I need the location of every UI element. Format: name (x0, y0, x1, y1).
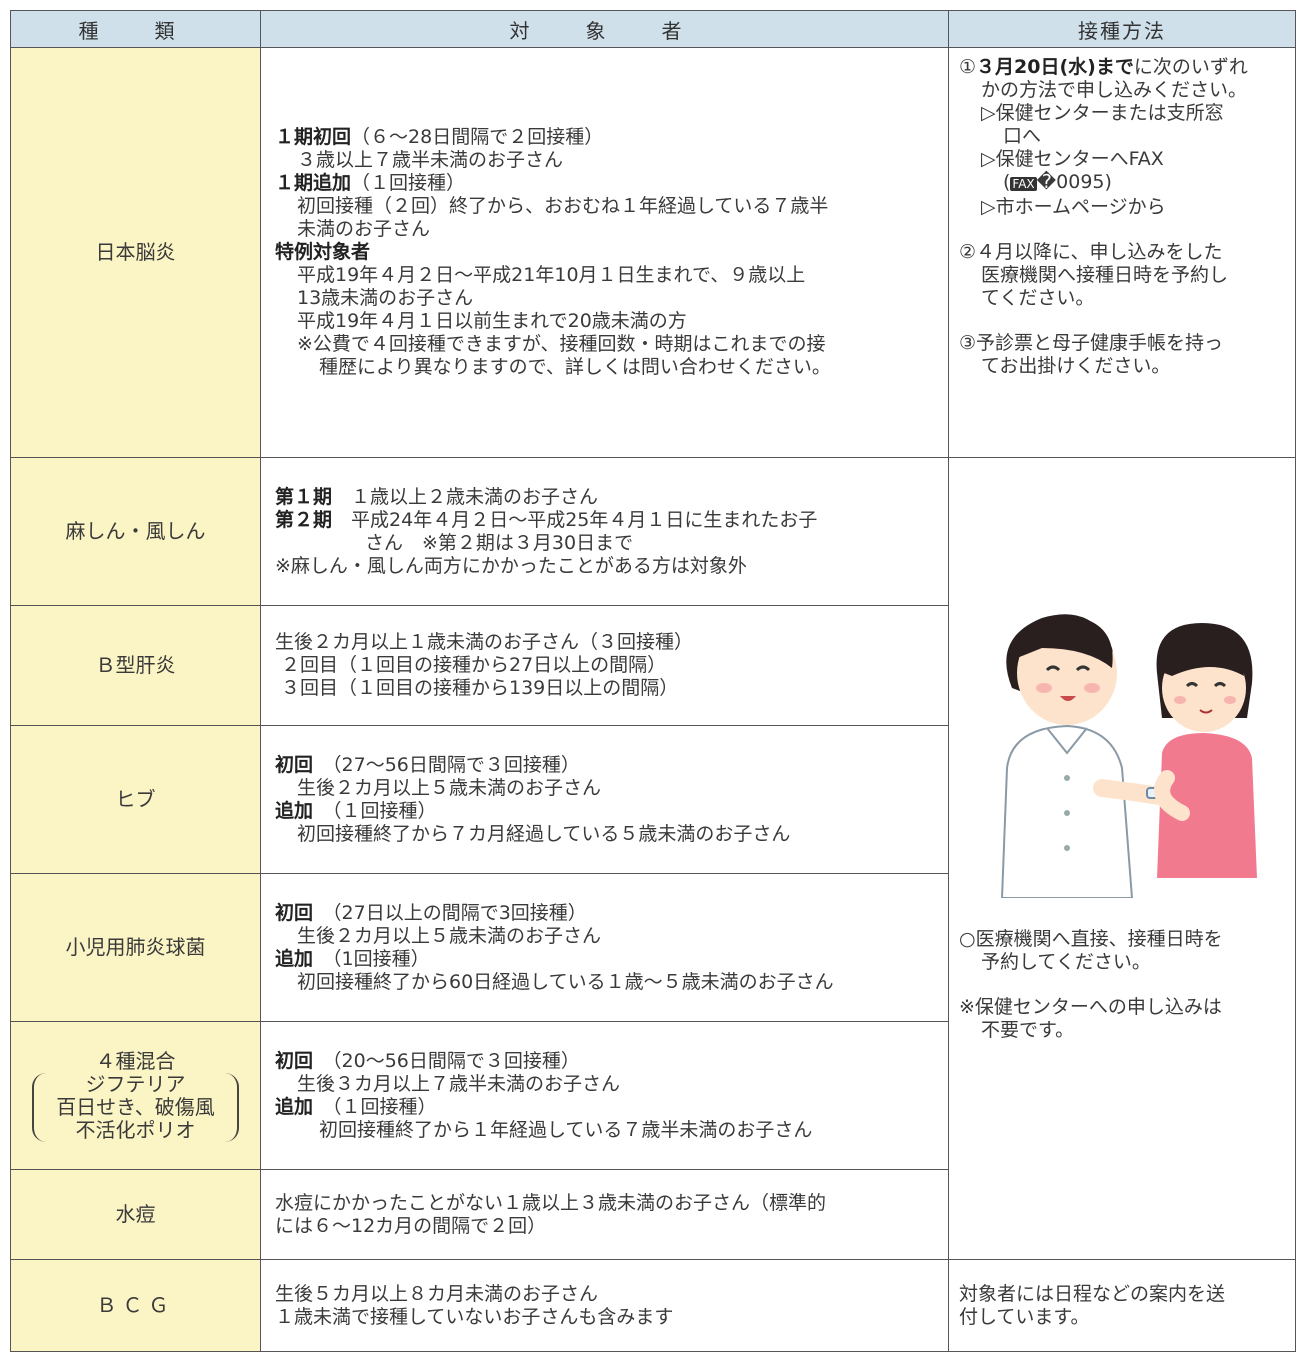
nurse-vaccinating-child-illustration (1000, 614, 1257, 898)
method-line: (FAX�0095) (1003, 171, 1112, 193)
vaccine-type: ＢＣＧ (10, 1259, 261, 1352)
target-line: １期追加（１回接種） (275, 172, 466, 194)
method-cell-shared: ○医療機関へ直接、接種日時を 予約してください。 ※保健センターへの申し込みは … (948, 457, 1296, 1260)
target-line: ３歳以上７歳半未満のお子さん (297, 149, 564, 171)
method-line: ※保健センターへの申し込みは (959, 996, 1222, 1018)
target-line: 初回接種（２回）終了から、おおむね１年経過している７歳半 (297, 195, 829, 217)
header-method: 接種方法 (948, 10, 1296, 48)
method-line: 不要です。 (981, 1019, 1075, 1041)
target-line: 平成19年４月１日以前生まれで20歳未満の方 (297, 310, 687, 332)
target-cell: 生後２カ月以上１歳未満のお子さん（３回接種） ２回目（１回目の接種から27日以上… (260, 605, 949, 726)
vaccination-schedule-table: 種 類 対 象 者 接種方法 日本脳炎 １期初回（６～28日間隔で２回接種） ３… (10, 10, 1296, 1352)
table-row: ４種混合 ジフテリア 百日せき、破傷風 不活化ポリオ 初回 （20～56日間隔で… (10, 1021, 1296, 1170)
target-line: ※公費で４回接種できますが、接種回数・時期はこれまでの接 (297, 333, 826, 355)
header-type: 種 類 (10, 10, 261, 48)
vaccine-type: 水痘 (10, 1169, 261, 1260)
target-line: 追加 （1回接種） (275, 947, 430, 970)
target-line: 初回接種終了から１年経過している７歳半未満のお子さん (319, 1118, 813, 1141)
target-line: 水痘にかかったことがない１歳以上３歳未満のお子さん（標準的 (275, 1191, 827, 1214)
method-line: 医療機関へ接種日時を予約し (981, 264, 1229, 286)
table-row: 麻しん・風しん 第１期 １歳以上２歳未満のお子さん 第２期 平成24年４月２日～… (10, 457, 1296, 1260)
target-line: 追加 （１回接種） (275, 799, 437, 822)
target-cell: 初回 （20～56日間隔で３回接種） 生後３カ月以上７歳半未満のお子さん 追加 … (260, 1021, 949, 1170)
target-line: 初回接種終了から60日経過している１歳～５歳未満のお子さん (297, 970, 834, 993)
target-line: １期初回（６～28日間隔で２回接種） (275, 126, 604, 148)
method-line: ▷保健センターへFAX (981, 148, 1164, 170)
paren-group: ジフテリア 百日せき、破傷風 不活化ポリオ (32, 1072, 239, 1142)
vaccine-type: 小児用肺炎球菌 (10, 873, 261, 1022)
target-line: 生後２カ月以上５歳未満のお子さん (297, 776, 602, 799)
vaccine-type: ヒブ (10, 725, 261, 874)
table-row: 小児用肺炎球菌 初回 （27日以上の間隔で3回接種） 生後２カ月以上５歳未満のお… (10, 873, 1296, 1022)
table-row: ＢＣＧ 生後５カ月以上８カ月未満のお子さん １歳未満で接種していないお子さんも含… (10, 1259, 1296, 1352)
vaccine-type: 麻しん・風しん (10, 457, 261, 606)
target-cell: 第１期 １歳以上２歳未満のお子さん 第２期 平成24年４月２日～平成25年４月１… (260, 457, 949, 606)
method-line: ③予診票と母子健康手帳を持っ (959, 332, 1224, 354)
method-line: かの方法で申し込みください。 (981, 79, 1248, 101)
target-line: 特例対象者 (275, 241, 371, 263)
target-line: 初回 （27日以上の間隔で3回接種） (275, 901, 587, 924)
target-line: １歳未満で接種していないお子さんも含みます (275, 1305, 674, 1328)
method-line: ○医療機関へ直接、接種日時を (959, 928, 1223, 950)
target-line: 追加 （１回接種） (275, 1095, 437, 1118)
method-line: ▷保健センターまたは支所窓 (981, 102, 1224, 124)
target-cell: １期初回（６～28日間隔で２回接種） ３歳以上７歳半未満のお子さん １期追加（１… (260, 47, 949, 458)
target-line: 初回接種終了から７カ月経過している５歳未満のお子さん (297, 822, 791, 845)
fax-icon: FAX (1010, 177, 1037, 191)
method-line: ①３月20日(水)までに次のいずれ (959, 56, 1248, 78)
target-line: 平成19年４月２日～平成21年10月１日生まれで、９歳以上 (297, 264, 806, 286)
target-line: 生後２カ月以上５歳未満のお子さん (297, 924, 602, 947)
method-line: 付しています。 (959, 1305, 1090, 1328)
table-row: Ｂ型肝炎 生後２カ月以上１歳未満のお子さん（３回接種） ２回目（１回目の接種から… (10, 605, 1296, 726)
method-line: ▷市ホームページから (981, 196, 1166, 218)
table-row: 水痘 水痘にかかったことがない１歳以上３歳未満のお子さん（標準的 には６～12カ… (10, 1169, 1296, 1260)
target-line: 初回 （20～56日間隔で３回接種） (275, 1049, 580, 1072)
target-cell: 初回 （27～56日間隔で３回接種） 生後２カ月以上５歳未満のお子さん 追加 （… (260, 725, 949, 874)
target-line: 生後３カ月以上７歳半未満のお子さん (297, 1072, 621, 1095)
target-line: ※麻しん・風しん両方にかかったことがある方は対象外 (275, 554, 747, 577)
target-cell: 初回 （27日以上の間隔で3回接種） 生後２カ月以上５歳未満のお子さん 追加 （… (260, 873, 949, 1022)
target-line: には６～12カ月の間隔で２回） (275, 1214, 547, 1237)
vaccine-type: Ｂ型肝炎 (10, 605, 261, 726)
method-line: てください。 (981, 287, 1095, 309)
method-line: 対象者には日程などの案内を送 (959, 1282, 1226, 1305)
table-row: ヒブ 初回 （27～56日間隔で３回接種） 生後２カ月以上５歳未満のお子さん 追… (10, 725, 1296, 874)
method-line: てお出掛けください。 (981, 355, 1171, 377)
vaccine-type: 日本脳炎 (10, 47, 261, 458)
target-line: ２回目（１回目の接種から27日以上の間隔） (281, 654, 667, 676)
header-target: 対 象 者 (260, 10, 949, 48)
target-line: さん ※第２期は３月30日まで (365, 531, 634, 554)
method-cell: 対象者には日程などの案内を送 付しています。 (948, 1259, 1296, 1352)
method-cell: ①３月20日(水)までに次のいずれ かの方法で申し込みください。 ▷保健センター… (948, 47, 1296, 458)
method-line: 口へ (1003, 125, 1042, 147)
target-line: 種歴により異なりますので、詳しくは問い合わせください。 (319, 356, 831, 378)
target-cell: 生後５カ月以上８カ月未満のお子さん １歳未満で接種していないお子さんも含みます (260, 1259, 949, 1352)
method-line: 予約してください。 (981, 951, 1151, 973)
target-line: 未満のお子さん (297, 218, 431, 240)
target-line: 第２期 平成24年４月２日～平成25年４月１日に生まれたお子 (275, 508, 818, 531)
target-line: 13歳未満のお子さん (297, 287, 474, 309)
target-cell: 水痘にかかったことがない１歳以上３歳未満のお子さん（標準的 には６～12カ月の間… (260, 1169, 949, 1260)
target-line: 第１期 １歳以上２歳未満のお子さん (275, 485, 599, 508)
table-row: 日本脳炎 １期初回（６～28日間隔で２回接種） ３歳以上７歳半未満のお子さん １… (10, 47, 1296, 458)
target-line: ３回目（１回目の接種から139日以上の間隔） (281, 677, 679, 699)
target-line: 初回 （27～56日間隔で３回接種） (275, 753, 580, 776)
method-line: ②４月以降に、申し込みをした (959, 241, 1223, 263)
target-line: 生後２カ月以上１歳未満のお子さん（３回接種） (275, 631, 694, 653)
vaccine-type: ４種混合 ジフテリア 百日せき、破傷風 不活化ポリオ (10, 1021, 261, 1170)
target-line: 生後５カ月以上８カ月未満のお子さん (275, 1282, 599, 1305)
